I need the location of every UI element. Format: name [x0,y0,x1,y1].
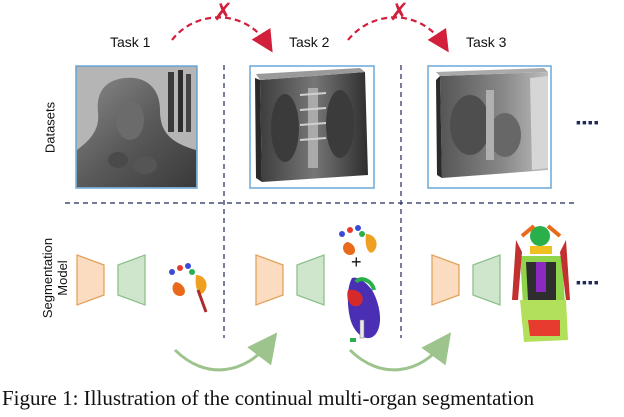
continuation-dots-datasets: ▪▪▪▪ [576,117,600,127]
model-task-1 [77,255,145,305]
transfer-arrow-2 [350,342,444,370]
organ-mask-icon-task-2 [339,225,380,342]
forbidden-mark-1: ✗ [213,0,233,26]
model-row-label: Segmentation Model [40,230,72,326]
decoder-2 [297,255,324,305]
model-row-label-line-2: Model [55,230,70,326]
model-task-2 [256,255,324,305]
encoder-1 [77,255,104,305]
decoder-3 [473,255,500,305]
continuation-dots-model: ▪▪▪▪ [576,277,600,287]
ct-volume-abdomen-icon [428,66,551,188]
encoder-2 [256,255,283,305]
datasets-row-label: Datasets [43,93,58,163]
ct-slice-head-icon [76,66,197,188]
decoder-1 [118,255,145,305]
task-2-label: Task 2 [289,34,329,50]
task-3-label: Task 3 [466,34,506,50]
forbidden-mark-2: ✗ [389,0,409,26]
encoder-3 [432,255,459,305]
model-row-label-line-1: Segmentation [40,230,55,326]
transfer-arrow-1 [175,342,270,370]
organ-mask-icon [169,263,207,312]
model-task-3 [432,255,500,305]
ct-volume-chest-icon [250,66,374,188]
plus-sign: + [351,252,362,273]
organ-mask-icon-task-3 [512,226,570,342]
figure-caption: Figure 1: Illustration of the continual … [0,385,624,412]
task-1-label: Task 1 [110,34,150,50]
